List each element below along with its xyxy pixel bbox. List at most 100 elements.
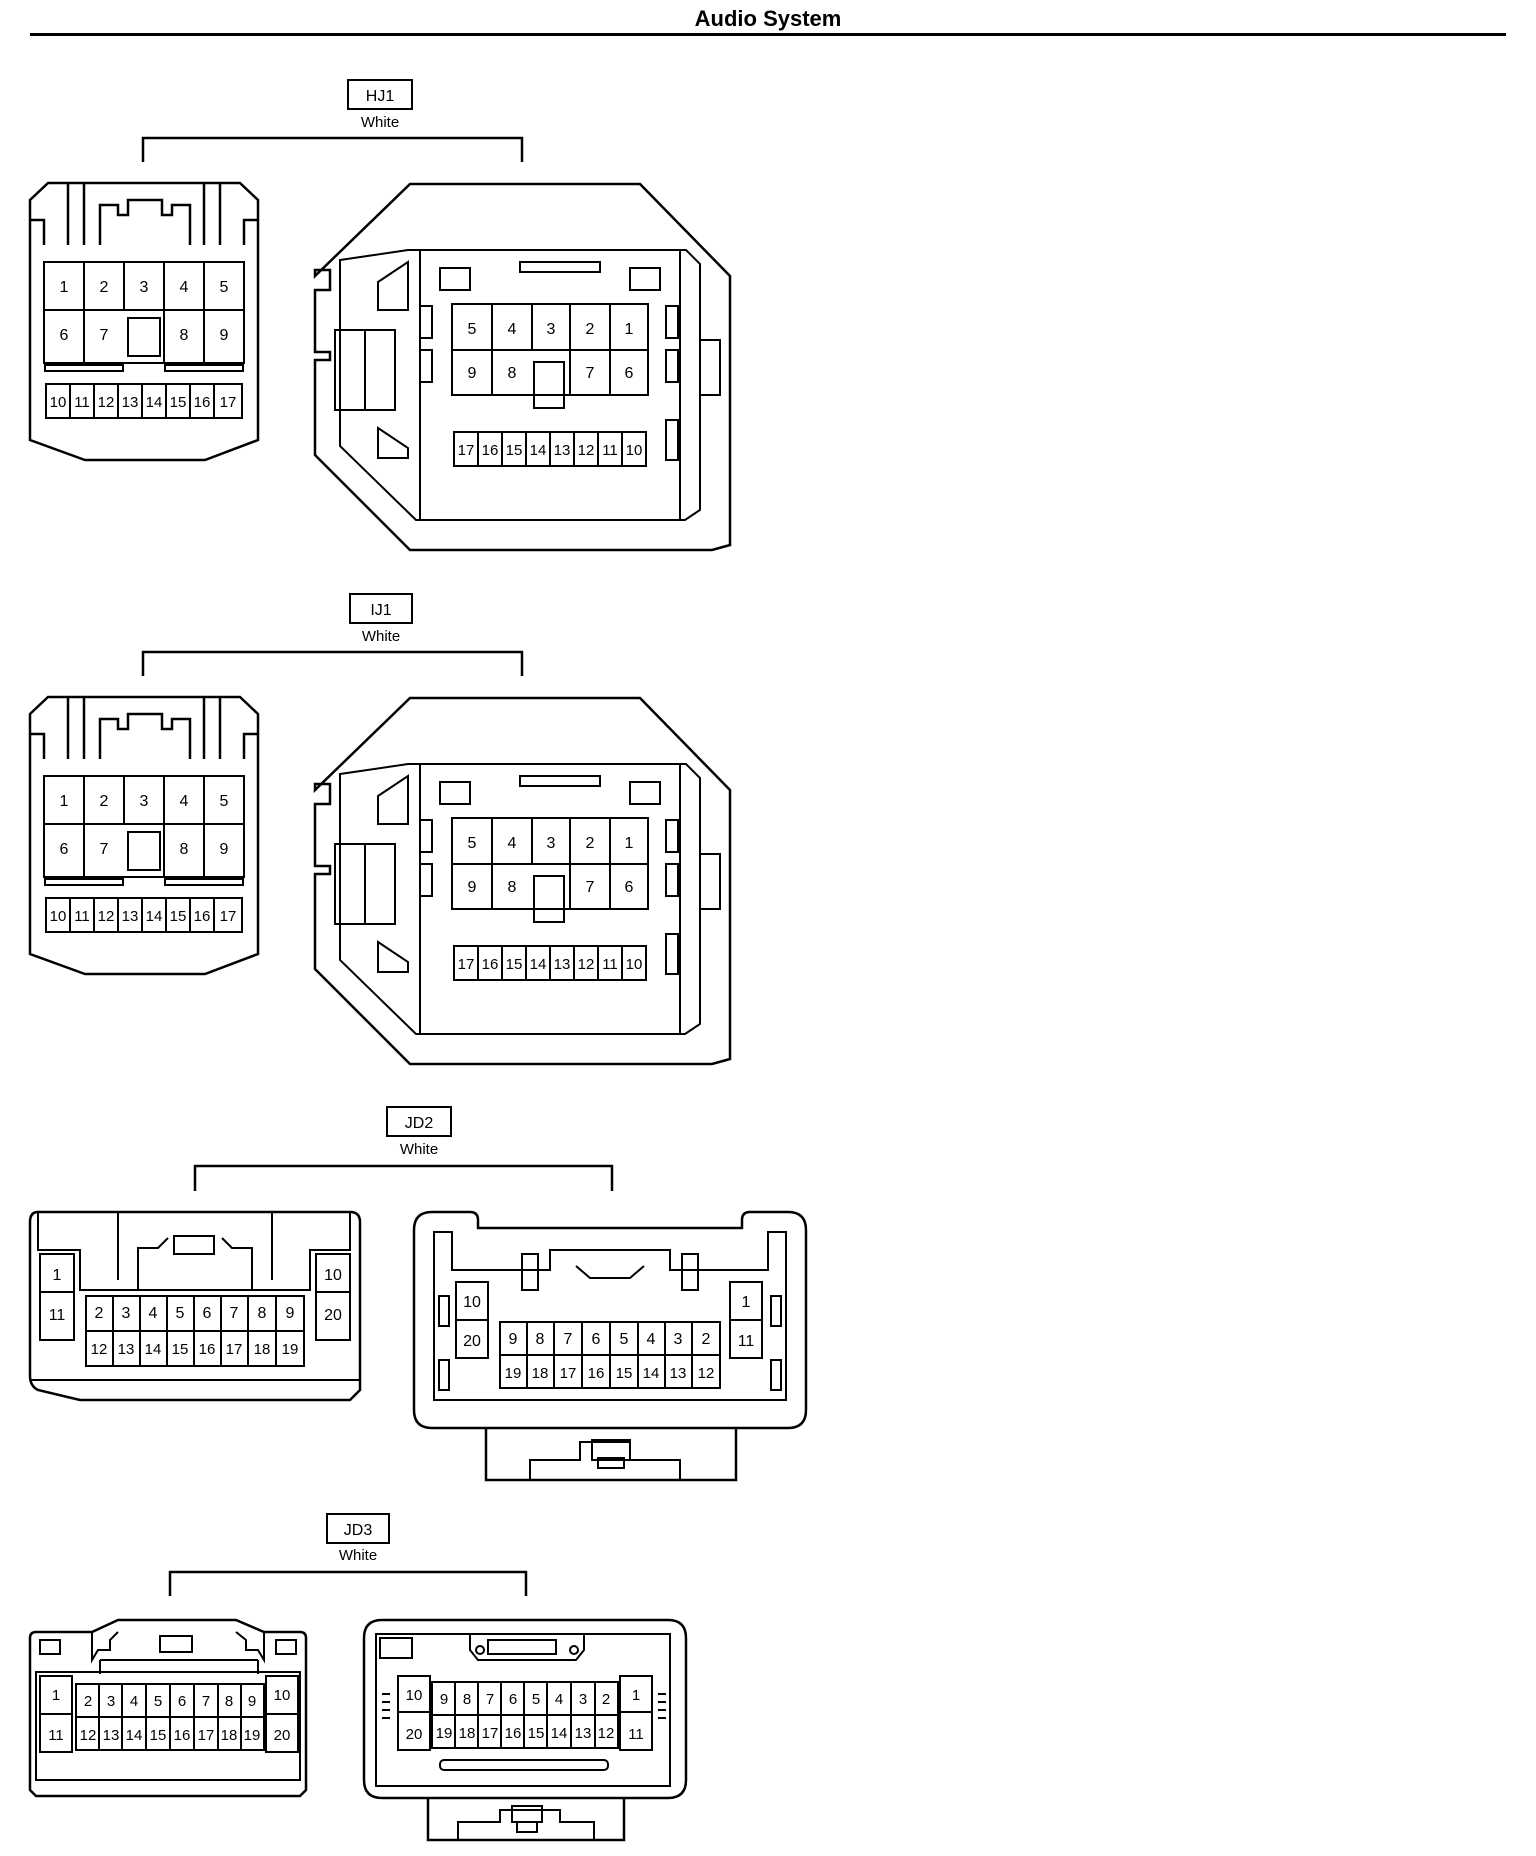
svg-text:3: 3	[579, 1691, 587, 1708]
jd3-male-housing: 1 11 10 20 2 3 4 5 6 7 8 9 12 13 14 15 1…	[28, 1618, 308, 1798]
svg-text:11: 11	[74, 908, 90, 925]
svg-text:18: 18	[221, 1727, 238, 1744]
svg-text:7: 7	[564, 1331, 573, 1348]
svg-text:6: 6	[625, 365, 634, 382]
svg-text:4: 4	[508, 835, 517, 852]
svg-text:20: 20	[406, 1726, 423, 1743]
svg-text:1: 1	[742, 1294, 751, 1311]
svg-text:17: 17	[198, 1727, 215, 1744]
svg-text:5: 5	[532, 1691, 540, 1708]
svg-text:4: 4	[508, 321, 517, 338]
svg-text:2: 2	[586, 835, 595, 852]
connector-jd3: JD3 White 1 11 10 20 2 3	[28, 1513, 688, 1842]
svg-text:13: 13	[554, 956, 571, 973]
svg-text:9: 9	[468, 879, 477, 896]
svg-text:6: 6	[60, 327, 69, 344]
svg-text:12: 12	[578, 442, 595, 459]
svg-text:3: 3	[107, 1693, 115, 1710]
svg-text:5: 5	[176, 1305, 185, 1322]
svg-text:20: 20	[274, 1727, 291, 1744]
svg-text:14: 14	[145, 1341, 162, 1358]
connector-bracket	[168, 1570, 528, 1596]
svg-text:6: 6	[592, 1331, 601, 1348]
svg-text:3: 3	[674, 1331, 683, 1348]
svg-text:4: 4	[149, 1305, 158, 1322]
connector-id-label: HJ1	[366, 88, 395, 105]
connector-color-label: White	[400, 1141, 438, 1158]
svg-text:17: 17	[560, 1365, 577, 1382]
svg-text:9: 9	[220, 327, 229, 344]
svg-text:20: 20	[463, 1333, 481, 1350]
svg-text:1: 1	[60, 279, 69, 296]
connector-ij1: IJ1 White 1 2 3 4 5 6 7	[28, 593, 732, 1066]
svg-text:5: 5	[468, 835, 477, 852]
hj1-female-housing: 5 4 3 2 1 9 8 7 6 17 16 15 14 13 12 11 1…	[313, 182, 732, 552]
connector-id-label: JD3	[344, 1522, 373, 1539]
svg-text:13: 13	[554, 442, 571, 459]
svg-text:7: 7	[100, 327, 109, 344]
svg-text:10: 10	[406, 1687, 423, 1704]
svg-text:9: 9	[440, 1691, 448, 1708]
svg-text:11: 11	[628, 1726, 644, 1743]
svg-text:5: 5	[220, 793, 229, 810]
svg-text:8: 8	[225, 1693, 233, 1710]
svg-text:19: 19	[244, 1727, 261, 1744]
svg-text:1: 1	[52, 1687, 60, 1704]
svg-text:12: 12	[98, 908, 115, 925]
svg-text:7: 7	[100, 841, 109, 858]
svg-text:10: 10	[50, 394, 67, 411]
ij1-male-housing: 1 2 3 4 5 6 7 8 9 10 11 12 13 14 15 16 1…	[28, 695, 260, 976]
connector-color-label: White	[339, 1547, 377, 1564]
svg-text:13: 13	[575, 1725, 592, 1742]
svg-text:16: 16	[505, 1725, 522, 1742]
svg-text:10: 10	[626, 442, 643, 459]
svg-text:2: 2	[602, 1691, 610, 1708]
svg-text:2: 2	[586, 321, 595, 338]
svg-text:13: 13	[122, 394, 139, 411]
svg-text:15: 15	[506, 956, 523, 973]
svg-text:5: 5	[468, 321, 477, 338]
svg-text:3: 3	[122, 1305, 131, 1322]
svg-text:4: 4	[180, 793, 189, 810]
svg-text:7: 7	[486, 1691, 494, 1708]
svg-text:8: 8	[508, 365, 517, 382]
svg-text:10: 10	[626, 956, 643, 973]
svg-text:17: 17	[482, 1725, 499, 1742]
connector-jd2: JD2 White 1 11 10 20 2 3 4	[28, 1106, 808, 1482]
connector-color-label: White	[361, 114, 399, 131]
svg-text:19: 19	[282, 1341, 299, 1358]
svg-text:8: 8	[180, 327, 189, 344]
svg-text:14: 14	[146, 394, 163, 411]
svg-text:6: 6	[625, 879, 634, 896]
svg-text:15: 15	[506, 442, 523, 459]
svg-text:17: 17	[458, 956, 475, 973]
svg-text:16: 16	[194, 394, 211, 411]
page-title: Audio System	[694, 6, 842, 31]
svg-text:16: 16	[194, 908, 211, 925]
svg-text:14: 14	[530, 956, 547, 973]
connector-id-label: JD2	[405, 1115, 434, 1132]
connector-color-label: White	[362, 628, 400, 645]
svg-text:14: 14	[146, 908, 163, 925]
svg-text:9: 9	[220, 841, 229, 858]
connector-id-label: IJ1	[370, 602, 391, 619]
svg-text:9: 9	[248, 1693, 256, 1710]
connector-bracket	[141, 650, 524, 676]
svg-text:14: 14	[126, 1727, 143, 1744]
svg-text:7: 7	[202, 1693, 210, 1710]
svg-text:12: 12	[698, 1365, 715, 1382]
svg-text:18: 18	[532, 1365, 549, 1382]
connector-label-box	[349, 593, 413, 624]
svg-text:15: 15	[150, 1727, 167, 1744]
svg-text:17: 17	[458, 442, 475, 459]
connector-bracket	[193, 1164, 614, 1191]
connector-hj1: HJ1 White 1 2 3 4 5 6 7	[28, 79, 732, 552]
svg-text:16: 16	[482, 442, 499, 459]
svg-text:6: 6	[60, 841, 69, 858]
svg-text:18: 18	[254, 1341, 271, 1358]
svg-text:8: 8	[258, 1305, 267, 1322]
svg-text:11: 11	[48, 1727, 64, 1744]
svg-text:12: 12	[80, 1727, 97, 1744]
svg-text:7: 7	[586, 879, 595, 896]
svg-text:1: 1	[632, 1687, 640, 1704]
